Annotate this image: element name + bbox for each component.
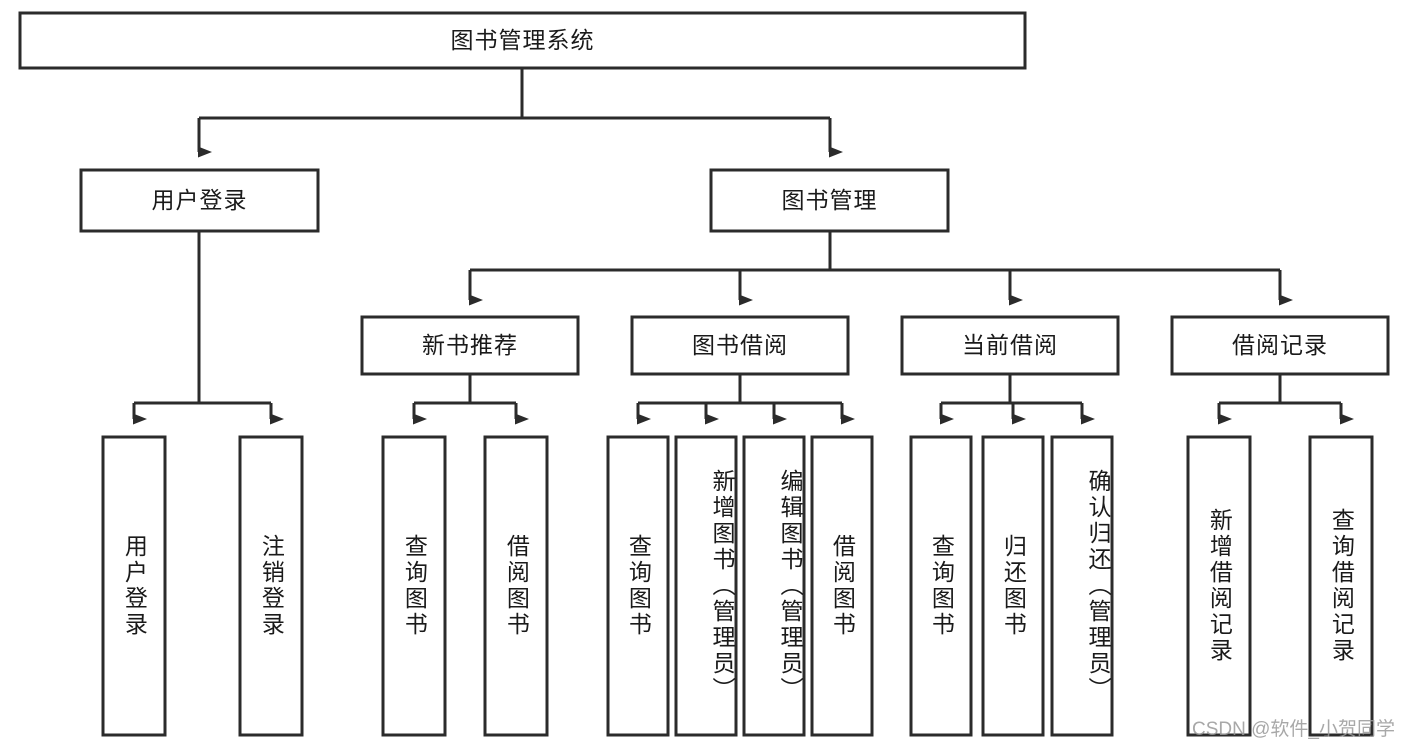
connectors-new-book-recommend (412, 374, 529, 425)
node-boxes (18, 11, 1390, 737)
leaf-box-add-borrow-record[interactable] (1186, 435, 1252, 737)
leaf-box-query-book-borrow[interactable] (606, 435, 670, 737)
box-current-borrow[interactable] (900, 315, 1120, 376)
leaf-box-logout[interactable] (238, 435, 304, 737)
leaf-box-query-book-current[interactable] (909, 435, 973, 737)
leaf-box-return-book[interactable] (981, 435, 1045, 737)
box-book-management[interactable] (709, 168, 950, 233)
leaf-box-edit-book-admin[interactable] (742, 435, 806, 737)
box-user-login[interactable] (79, 168, 320, 233)
box-book-borrow[interactable] (630, 315, 850, 376)
connectors-user-login (132, 231, 284, 425)
box-root[interactable] (18, 11, 1027, 70)
connectors-current-borrow (939, 374, 1095, 425)
leaf-box-add-book-admin[interactable] (674, 435, 738, 737)
leaf-box-borrow-book[interactable] (810, 435, 874, 737)
box-borrow-record[interactable] (1170, 315, 1390, 376)
connectors-book-management (468, 231, 1293, 306)
connectors-borrow-record (1217, 374, 1354, 425)
box-new-book-recommend[interactable] (360, 315, 580, 376)
connectors-book-borrow (636, 374, 855, 425)
leaf-box-confirm-return-admin[interactable] (1050, 435, 1114, 737)
leaf-box-borrow-book-recommend[interactable] (483, 435, 549, 737)
connectors-root (197, 68, 843, 158)
leaf-box-query-book-recommend[interactable] (381, 435, 447, 737)
leaf-box-query-borrow-record[interactable] (1308, 435, 1374, 737)
leaf-box-user-login[interactable] (101, 435, 167, 737)
